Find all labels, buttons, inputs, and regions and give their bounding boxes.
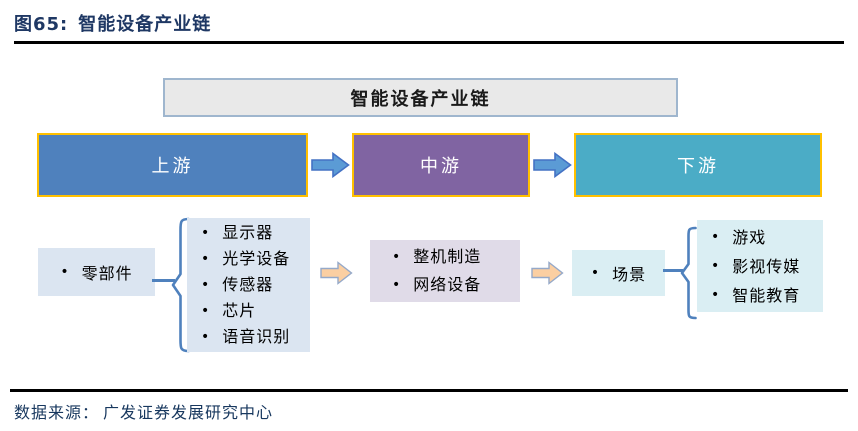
caption-divider [14, 41, 844, 44]
upstream-item-label: 芯片 [222, 301, 257, 320]
bullet-glyph: • [590, 265, 601, 281]
bullet-glyph: • [201, 303, 211, 319]
downstream-item-label: 游戏 [732, 227, 767, 247]
midstream-item-label: 网络设备 [413, 275, 482, 294]
list-item: • 智能教育 [711, 281, 823, 310]
list-item: • 传感器 [201, 272, 310, 298]
bullet-glyph: • [711, 257, 721, 274]
scene-node-label: 场景 [612, 265, 647, 284]
upstream-item-label: 传感器 [222, 275, 274, 294]
bullet-glyph: • [201, 329, 211, 345]
bullet-glyph: • [201, 225, 211, 241]
data-source-label: 数据来源： [14, 403, 100, 422]
data-source-text: 广发证券发展研究中心 [103, 403, 274, 422]
list-item: • 影视传媒 [711, 252, 823, 281]
upstream-items-list: • 显示器 • 光学设备 • 传感器 • 芯片 • 语音识别 [187, 220, 310, 350]
right-arrow-icon [320, 261, 353, 289]
bullet-glyph: • [392, 249, 402, 265]
stage-downstream-label: 下游 [677, 156, 719, 177]
left-brace-icon [171, 217, 190, 357]
connector-line [152, 279, 175, 282]
midstream-items-list: • 整机制造 • 网络设备 [370, 243, 520, 299]
scene-node: • 场景 [572, 250, 665, 296]
components-node: • 零部件 [38, 248, 155, 296]
list-item: • 游戏 [711, 223, 823, 252]
stage-upstream-label: 上游 [151, 156, 194, 177]
stage-upstream-box: 上游 [37, 133, 308, 197]
list-item: • 语音识别 [201, 324, 310, 350]
stage-midstream-box: 中游 [352, 133, 530, 197]
upstream-item-label: 语音识别 [222, 327, 291, 346]
midstream-items-box: • 整机制造 • 网络设备 [370, 240, 520, 302]
figure-number: 图65: [14, 14, 69, 35]
bullet-glyph: • [201, 277, 211, 293]
figure-caption: 图65: 智能设备产业链 [14, 10, 211, 36]
list-item: • 网络设备 [392, 271, 520, 299]
downstream-items-box: • 游戏 • 影视传媒 • 智能教育 [697, 220, 823, 312]
stage-midstream-label: 中游 [420, 156, 462, 177]
stage-downstream-box: 下游 [574, 133, 822, 197]
diagram-header-box: 智能设备产业链 [163, 78, 678, 117]
list-item: • 芯片 [201, 298, 310, 324]
components-node-label: 零部件 [81, 264, 133, 283]
right-arrow-icon [311, 151, 350, 182]
footer-divider [10, 389, 848, 392]
upstream-item-label: 显示器 [222, 223, 274, 242]
downstream-item-label: 智能教育 [732, 285, 801, 305]
bullet-glyph: • [201, 251, 211, 267]
list-item: • 光学设备 [201, 246, 310, 272]
bullet-glyph: • [711, 228, 721, 245]
bullet-glyph: • [711, 286, 721, 303]
bullet-glyph: • [392, 277, 402, 293]
downstream-items-list: • 游戏 • 影视传媒 • 智能教育 [697, 223, 823, 310]
data-source: 数据来源：广发证券发展研究中心 [14, 399, 273, 423]
midstream-item-label: 整机制造 [413, 247, 482, 266]
right-arrow-icon [531, 261, 564, 289]
right-arrow-icon [533, 151, 572, 182]
diagram-header-label: 智能设备产业链 [350, 88, 491, 110]
list-item: • 整机制造 [392, 243, 520, 271]
list-item: • 显示器 [201, 220, 310, 246]
left-brace-icon [680, 226, 697, 324]
downstream-item-label: 影视传媒 [732, 256, 801, 276]
upstream-items-box: • 显示器 • 光学设备 • 传感器 • 芯片 • 语音识别 [187, 218, 310, 352]
connector-line [663, 269, 683, 272]
figure-title: 智能设备产业链 [78, 14, 212, 35]
upstream-item-label: 光学设备 [222, 249, 291, 268]
bullet-glyph: • [60, 264, 70, 280]
